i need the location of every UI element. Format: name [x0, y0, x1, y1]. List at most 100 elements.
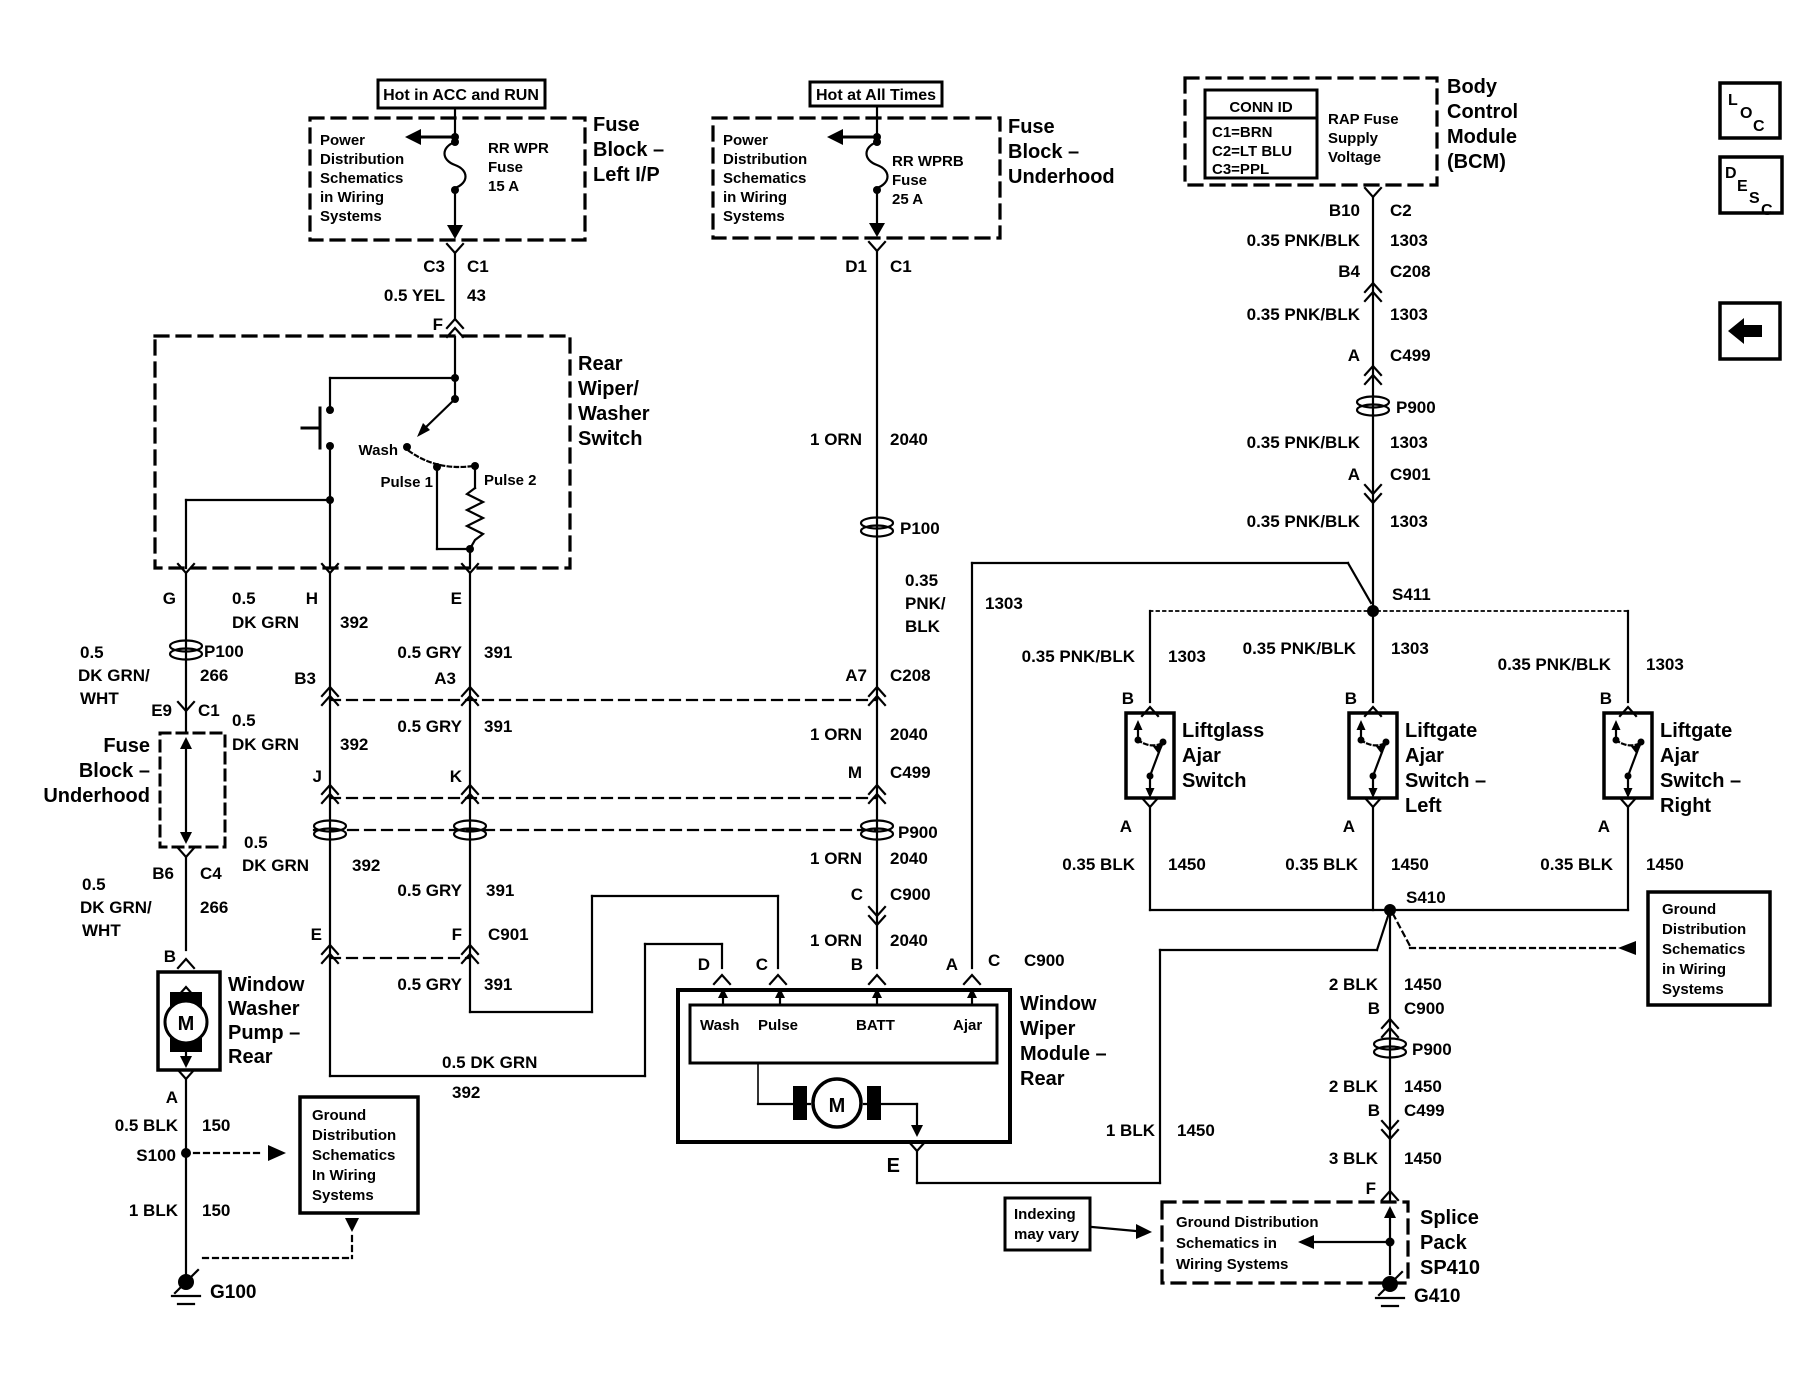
switch-pos-pulse2: Pulse 2	[484, 472, 537, 489]
banner-hot-all-times-label: Hot at All Times	[816, 87, 936, 104]
splice-pack-label: Splice	[1420, 1207, 1479, 1229]
svg-text:0.35 PNK/BLK: 0.35 PNK/BLK	[1022, 647, 1136, 666]
module-pin-ajar: Ajar	[953, 1017, 982, 1034]
svg-text:C: C	[1753, 118, 1765, 135]
fuse-coil-rr-wpr	[443, 140, 467, 190]
liftglass-ajar-switch: 0.35 PNK/BLK 1303 B Liftglass Ajar Switc…	[1022, 609, 1264, 912]
liftgate-ajar-switch-right: 0.35 PNK/BLK 1303 B Liftgate Ajar Switch…	[1498, 609, 1741, 912]
svg-text:C: C	[851, 885, 863, 904]
fuse-block-underhood-top-box	[711, 116, 1002, 240]
svg-text:BLK: BLK	[905, 617, 941, 636]
conn-id-title: CONN ID	[1229, 99, 1293, 116]
svg-text:S: S	[1749, 190, 1760, 207]
svg-text:C4: C4	[200, 864, 222, 883]
svg-text:Schematics in: Schematics in	[1176, 1235, 1277, 1252]
svg-text:E: E	[451, 589, 462, 608]
p100-label: P100	[204, 642, 244, 661]
fuse1-label: RR WPR	[488, 140, 549, 157]
svg-text:L: L	[1728, 92, 1738, 109]
banner-hot-acc-run-label: Hot in ACC and RUN	[383, 87, 539, 104]
splice-pack-box	[1160, 1200, 1410, 1285]
svg-text:(BCM): (BCM)	[1447, 151, 1506, 173]
svg-text:Washer: Washer	[228, 998, 300, 1020]
svg-text:1 ORN: 1 ORN	[810, 931, 862, 950]
svg-text:B: B	[851, 955, 863, 974]
splice-ref-arrow	[1298, 1235, 1314, 1249]
svg-text:D: D	[1725, 165, 1737, 182]
svg-text:2040: 2040	[890, 931, 928, 950]
svg-text:C3=PPL: C3=PPL	[1212, 161, 1269, 178]
svg-text:Rear: Rear	[228, 1046, 273, 1068]
svg-text:B4: B4	[1338, 262, 1360, 281]
liftglass-label: Liftglass	[1182, 720, 1264, 742]
svg-text:0.5 GRY: 0.5 GRY	[397, 643, 462, 662]
switch-wiper-arm	[422, 397, 457, 431]
motor-brush-left	[793, 1086, 807, 1120]
back-button[interactable]	[1718, 301, 1782, 361]
svg-text:C: C	[1761, 202, 1773, 219]
svg-text:0.5: 0.5	[232, 711, 256, 730]
svg-text:E9: E9	[151, 701, 172, 720]
rap-label: RAP Fuse	[1328, 111, 1399, 128]
svg-text:F: F	[1366, 1179, 1376, 1198]
svg-text:3 BLK: 3 BLK	[1329, 1149, 1379, 1168]
svg-text:K: K	[450, 767, 463, 786]
s410-label: S410	[1406, 888, 1446, 907]
svg-text:0.5 GRY: 0.5 GRY	[397, 717, 462, 736]
liftgate-left-label: Liftgate	[1405, 720, 1477, 742]
svg-text:1450: 1450	[1391, 855, 1429, 874]
gry-pulse-signal-column: E 0.5 GRY 391 A3 0.5 GRY 391 K 0.5 GRY 3…	[397, 562, 788, 1014]
dk-grn-wash-signal-column: 0.5 H DK GRN 392 B3 0.5 DK GRN 392 J 0.5…	[232, 562, 732, 1102]
svg-text:C2: C2	[1390, 201, 1412, 220]
svg-text:in Wiring: in Wiring	[320, 189, 384, 206]
module-motor	[811, 1077, 863, 1129]
p900-label: P900	[898, 823, 938, 842]
rear-switch-box	[153, 334, 572, 570]
svg-text:J: J	[313, 767, 322, 786]
svg-text:Wiper/: Wiper/	[578, 378, 639, 400]
fuse-block-underhood-left-box	[158, 731, 227, 849]
module-pin-pulse: Pulse	[758, 1017, 798, 1034]
module-motor-m: M	[829, 1095, 846, 1117]
ground-dist-ref-box-left	[298, 1095, 420, 1215]
svg-text:150: 150	[202, 1116, 230, 1135]
desc-button[interactable]: D E S C	[1718, 155, 1784, 219]
loc-button[interactable]: L O C	[1718, 81, 1782, 140]
svg-text:Switch: Switch	[1182, 770, 1246, 792]
svg-text:1 ORN: 1 ORN	[810, 725, 862, 744]
fuse-block-left-ip-label: Fuse	[593, 114, 640, 136]
svg-text:B: B	[1600, 689, 1612, 708]
svg-text:0.35 BLK: 0.35 BLK	[1540, 855, 1613, 874]
svg-text:1450: 1450	[1646, 855, 1684, 874]
svg-text:Schematics: Schematics	[320, 170, 403, 187]
svg-text:Switch –: Switch –	[1405, 770, 1486, 792]
svg-text:A: A	[1348, 465, 1360, 484]
svg-text:0.35 PNK/BLK: 0.35 PNK/BLK	[1247, 512, 1361, 531]
svg-text:25 A: 25 A	[892, 191, 923, 208]
svg-text:C: C	[988, 951, 1000, 970]
svg-text:1450: 1450	[1168, 855, 1206, 874]
svg-text:Supply: Supply	[1328, 130, 1379, 147]
banner-hot-acc-run	[376, 78, 547, 110]
svg-text:Ground Distribution: Ground Distribution	[1176, 1214, 1318, 1231]
svg-text:1450: 1450	[1177, 1121, 1215, 1140]
svg-text:1303: 1303	[1391, 639, 1429, 658]
p900-label: P900	[1412, 1040, 1452, 1059]
svg-text:Block –: Block –	[593, 139, 664, 161]
svg-text:DK GRN/: DK GRN/	[78, 666, 150, 685]
g100-label: G100	[210, 1282, 256, 1303]
svg-text:C208: C208	[1390, 262, 1431, 281]
indexing-arrow	[1136, 1224, 1152, 1239]
svg-text:G: G	[163, 589, 176, 608]
svg-text:Distribution: Distribution	[1662, 921, 1746, 938]
svg-text:A: A	[166, 1088, 178, 1107]
svg-text:C499: C499	[1404, 1101, 1445, 1120]
svg-text:Power: Power	[723, 132, 768, 149]
svg-text:0.35 PNK/BLK: 0.35 PNK/BLK	[1243, 639, 1357, 658]
module-label: Window	[1020, 993, 1097, 1015]
svg-text:Ajar: Ajar	[1405, 745, 1444, 767]
svg-text:C900: C900	[1404, 999, 1445, 1018]
fuse-block-left-ip-box	[308, 116, 587, 242]
bcm-label: Body	[1447, 76, 1498, 98]
